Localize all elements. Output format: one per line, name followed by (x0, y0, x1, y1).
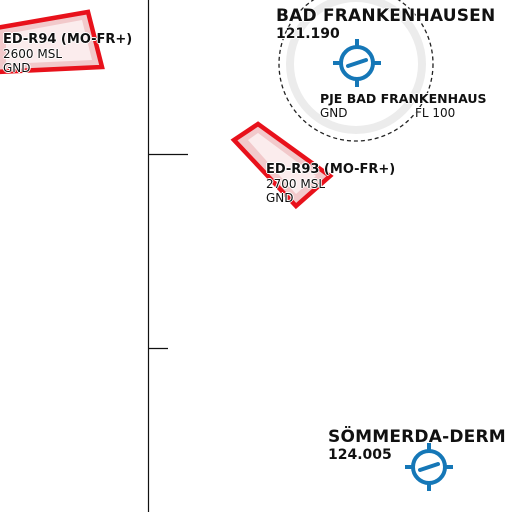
airport-label[interactable]: BAD FRANKENHAUSEN 121.190 (276, 6, 496, 43)
airport-label[interactable]: SÖMMERDA-DERM 124.005 (328, 427, 506, 464)
pje-lower-limit: GND (320, 106, 348, 120)
restricted-area-upper: 2700 MSL (266, 177, 326, 191)
airport-name: SÖMMERDA-DERM (328, 427, 506, 447)
restricted-area-ed-r94[interactable] (0, 9, 105, 75)
airport-icon[interactable] (333, 39, 381, 87)
pje-name: PJE BAD FRANKENHAUS (320, 91, 487, 106)
restricted-area-lower: GND (266, 191, 294, 205)
restricted-area-upper: 2600 MSL (3, 47, 63, 61)
airport-frequency: 121.190 (276, 26, 340, 42)
pje-upper-limit: FL 100 (415, 106, 456, 120)
restricted-area-label[interactable]: ED-R94 (MO-FR+) 2600 MSL GND (3, 32, 132, 75)
restricted-area-lower: GND (3, 61, 31, 75)
airport-frequency: 124.005 (328, 447, 392, 463)
airport-icon[interactable] (405, 443, 453, 491)
restricted-area-label[interactable]: ED-R93 (MO-FR+) 2700 MSL GND (266, 162, 395, 205)
pje-label[interactable]: PJE BAD FRANKENHAUS GND FL 100 (320, 91, 487, 121)
airport-name: BAD FRANKENHAUSEN (276, 6, 496, 26)
restricted-area-ed-r93[interactable] (230, 121, 334, 210)
pje-limits: GND FL 100 (320, 106, 470, 120)
restricted-area-name: ED-R93 (MO-FR+) (266, 162, 396, 177)
restricted-area-name: ED-R94 (MO-FR+) (3, 32, 133, 47)
